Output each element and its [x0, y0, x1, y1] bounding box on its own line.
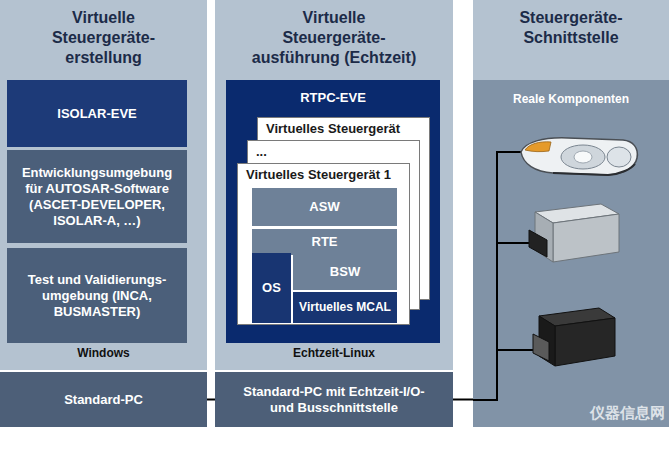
software-layer: BSW: [293, 253, 397, 290]
column-heading: Virtuelle Steuergeräte- erstellung: [29, 8, 179, 68]
ecu-picture: [533, 308, 615, 366]
runtime-box: RTPC-EVE Virtuelles Steuergerät... Virtuel…: [226, 80, 440, 343]
tool-box: Test und Validierungs- umgebung (INCA, B…: [7, 248, 187, 343]
layer-label: Virtuelles MCAL: [299, 300, 391, 315]
column-panel: Steuergeräte- Schnittstelle Reale Kompon…: [473, 0, 669, 427]
box-label: Test und Validierungs- umgebung (INCA, B…: [13, 272, 181, 320]
software-layer: Virtuelles MCAL: [293, 292, 397, 323]
column-panel: Virtuelle Steuergeräte- erstellungWindow…: [0, 0, 207, 370]
platform-label: Echtzeit-Linux: [215, 346, 453, 361]
component-illustration: [473, 80, 669, 427]
headlamp-picture: [521, 138, 637, 175]
hardware-bar: Standard-PC: [0, 372, 207, 427]
layer-label: OS: [258, 280, 285, 296]
card-label: Virtuelles Steuergerät 1: [246, 167, 401, 183]
software-layer: ASW: [252, 188, 397, 226]
layer-label: RTE: [258, 234, 391, 250]
card-label: ...: [256, 144, 411, 160]
column-panel: Virtuelle Steuergeräte- ausführung (Echt…: [215, 0, 453, 370]
software-layer: RTE: [252, 229, 397, 255]
software-layer: OS: [252, 253, 291, 323]
column-heading: Virtuelle Steuergeräte- ausführung (Echt…: [251, 8, 418, 68]
hardware-bar: Standard-PC mit Echtzeit-I/O- und Bussch…: [215, 372, 453, 427]
watermark: 仪器信息网: [590, 404, 665, 423]
panel-label: Reale Komponenten: [473, 92, 669, 107]
tool-box: Entwicklungsumgebung für AUTOSAR-Softwar…: [7, 150, 187, 243]
layer-label: BSW: [299, 264, 391, 280]
ecu-picture: [529, 204, 619, 262]
box-label: Standard-PC: [6, 392, 201, 408]
layer-label: ASW: [258, 199, 391, 215]
box-label: Entwicklungsumgebung für AUTOSAR-Softwar…: [13, 165, 181, 229]
watermark: 仪器信息网: [590, 404, 665, 423]
ecu-card: Virtuelles Steuergerät 1 ASW RTE OS BSW Virtu…: [237, 163, 410, 325]
box-label: ISOLAR-EVE: [13, 106, 181, 122]
column-heading: Steuergeräte- Schnittstelle: [496, 8, 646, 48]
connector-line: [207, 399, 215, 401]
bus-wire: [473, 152, 535, 400]
box-label: Standard-PC mit Echtzeit-I/O- und Bussch…: [234, 384, 434, 416]
card-label: Virtuelles Steuergerät: [266, 121, 421, 137]
box-label: RTPC-EVE: [226, 90, 440, 106]
connector-line: [453, 399, 473, 401]
platform-label: Windows: [0, 346, 207, 361]
component-panel: Reale Komponenten: [473, 80, 669, 427]
tool-box: ISOLAR-EVE: [7, 80, 187, 147]
